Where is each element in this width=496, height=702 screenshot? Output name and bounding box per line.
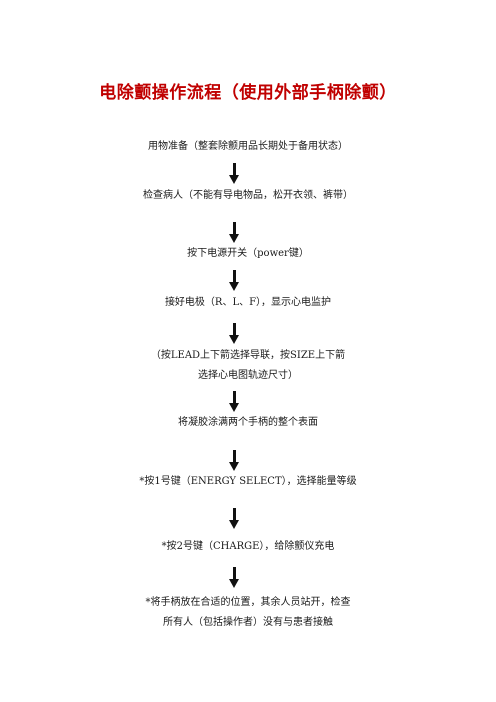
step-select-lead: （按LEAD上下箭选择导联，按SIZE上下箭 xyxy=(150,350,346,361)
step-energy-select: *按1号键（ENERGY SELECT），选择能量等级 xyxy=(139,476,357,487)
step-charge: *按2号键（CHARGE），给除颤仪充电 xyxy=(161,541,335,552)
down-arrow-icon xyxy=(229,222,240,244)
down-arrow-icon xyxy=(229,450,240,472)
step-check-patient: 检查病人（不能有导电物品，松开衣领、裤带） xyxy=(143,190,353,201)
down-arrow-icon xyxy=(229,391,240,413)
step-place-paddles: *将手柄放在合适的位置，其余人员站开，检查 xyxy=(145,597,351,608)
step-apply-gel: 将凝胶涂满两个手柄的整个表面 xyxy=(178,417,318,428)
step-power-on: 按下电源开关（power键） xyxy=(187,248,309,259)
down-arrow-icon xyxy=(229,508,240,530)
down-arrow-icon xyxy=(229,163,240,185)
step-select-size: 选择心电图轨迹尺寸） xyxy=(198,370,298,381)
down-arrow-icon xyxy=(229,567,240,589)
step-check-contact: 所有人（包括操作者）没有与患者接触 xyxy=(163,617,333,628)
document-title: 电除颤操作流程（使用外部手柄除颤） xyxy=(99,83,397,103)
down-arrow-icon xyxy=(229,323,240,345)
step-prepare-supplies: 用物准备（整套除颤用品长期处于备用状态） xyxy=(148,141,348,152)
down-arrow-icon xyxy=(229,270,240,292)
step-connect-electrodes: 接好电极（R、L、F），显示心电监护 xyxy=(164,297,332,308)
